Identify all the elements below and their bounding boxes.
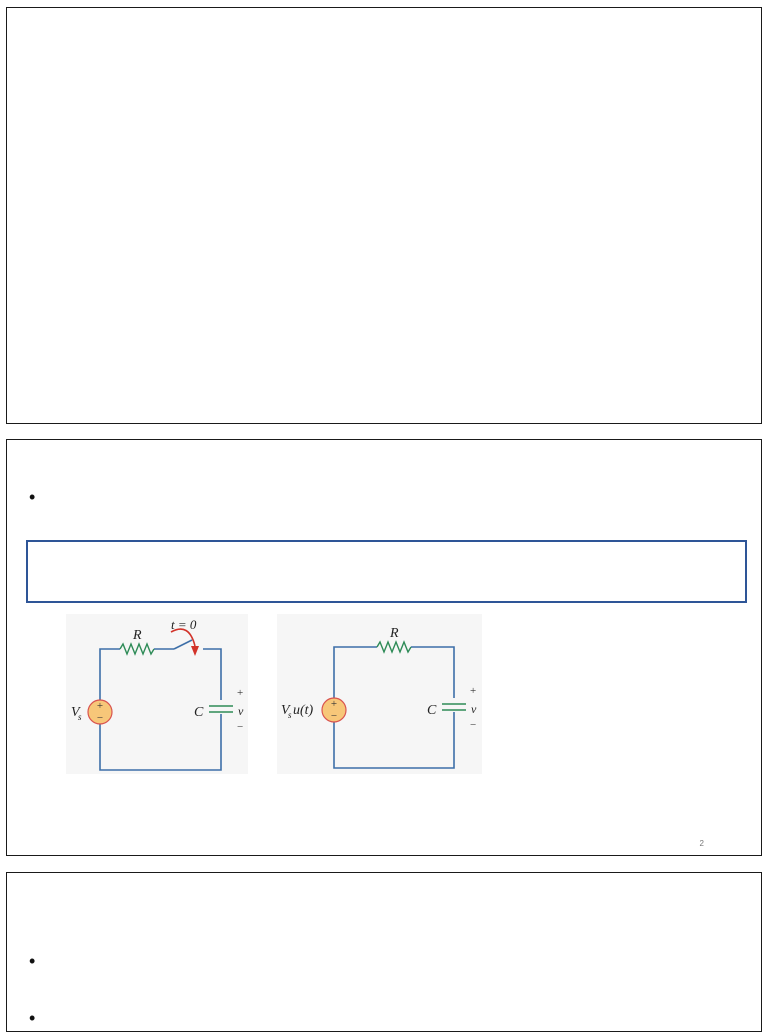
bullet-point: • (29, 951, 36, 971)
resistor-symbol (119, 642, 155, 656)
resistor-symbol (376, 640, 412, 654)
wire-right-top (203, 648, 222, 700)
source-label: V (71, 705, 81, 720)
slide-1 (6, 7, 762, 424)
voltage-label: v (238, 704, 244, 718)
circuit-switch-diagram: + − R t = 0 V s C + v − (71, 617, 244, 771)
switch-blade (173, 639, 193, 650)
source-subscript: s (78, 712, 82, 722)
voltage-source-icon (87, 699, 113, 725)
wire-bottom (333, 712, 455, 769)
circuit-step-diagram: + − R V s u(t) C + v − (281, 626, 477, 769)
source-minus: − (97, 712, 103, 724)
voltage-plus: + (237, 687, 243, 699)
circuit-step-background (277, 614, 482, 774)
source-minus: − (331, 710, 337, 722)
switch-arrowhead-icon (191, 646, 199, 656)
wire-right-top (411, 646, 455, 698)
source-label: V (281, 703, 291, 718)
slide-2: • + − R t = 0 V s C + v − (6, 439, 762, 856)
capacitor-label: C (427, 703, 437, 718)
highlight-box (26, 540, 747, 603)
source-subscript: s (288, 710, 292, 720)
voltage-plus: + (470, 685, 476, 697)
switch-time-label: t = 0 (171, 617, 197, 632)
source-plus: + (97, 700, 103, 712)
voltage-source-icon (321, 697, 347, 723)
voltage-label: v (471, 702, 477, 716)
switch-arrow-icon (170, 628, 196, 647)
capacitor-label: C (194, 705, 204, 720)
bullet-point: • (29, 1008, 36, 1028)
resistor-label: R (389, 626, 399, 641)
resistor-label: R (132, 628, 142, 643)
page-number: 2 (699, 839, 704, 848)
voltage-minus: − (470, 719, 476, 731)
source-step-suffix: u(t) (293, 703, 314, 718)
wire-bottom (99, 714, 222, 771)
bullet-point: • (29, 487, 36, 507)
source-plus: + (331, 698, 337, 710)
wire-left-top (333, 646, 377, 699)
wire-left-top (99, 648, 120, 702)
circuit-switch-background (66, 614, 248, 774)
voltage-minus: − (237, 721, 243, 733)
slide-3: • • (6, 872, 762, 1032)
